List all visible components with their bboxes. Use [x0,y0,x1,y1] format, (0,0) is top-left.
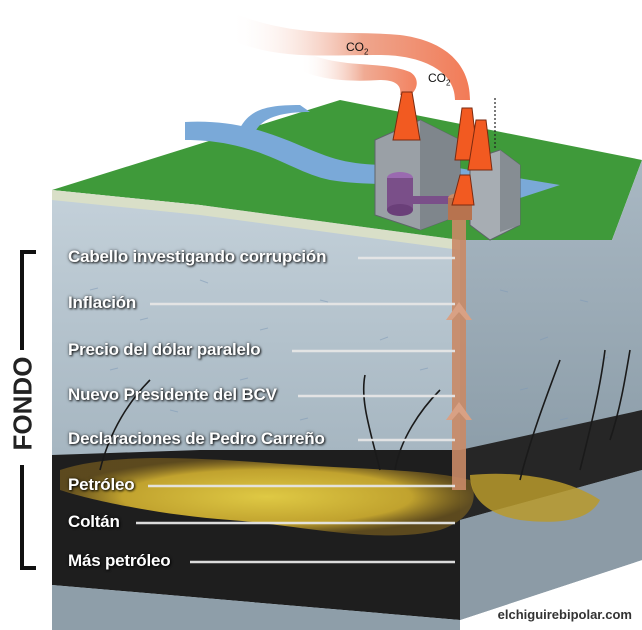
layer-label-inflacion: Inflación [68,293,137,312]
co2-text: CO [428,71,446,85]
refinery [374,91,521,241]
site-credit: elchiguirebipolar.com [497,607,632,622]
co2-text: CO [346,40,364,54]
oil-pipe [452,205,466,490]
layer-label-pedro-carreno: Declaraciones de Pedro Carreño [68,429,325,448]
layer-label-petroleo: Petróleo [68,475,135,494]
chimney-left [392,91,421,141]
flow-arrows [446,302,472,420]
oil-reservoir [60,458,474,536]
layer-label-cabello: Cabello investigando corrupción [68,247,327,266]
fondo-label: FONDO [7,356,38,451]
oil-side-pocket [470,473,600,522]
chimney-front [451,174,475,206]
layer-label-coltan: Coltán [68,512,120,531]
fondo-bracket [20,250,36,570]
smoke-plume-front [300,50,417,95]
co2-subscript: 2 [446,78,451,88]
layer-label-presidente-bcv: Nuevo Presidente del BCV [68,385,277,404]
co2-subscript: 2 [364,47,369,57]
co2-label-left: CO2 [346,40,368,56]
bedrock-front [52,585,460,630]
layer-label-mas-petroleo: Más petróleo [68,551,171,570]
co2-label-right: CO2 [428,71,450,87]
chimney-right [467,119,493,171]
layer-label-dolar-paralelo: Precio del dólar paralelo [68,340,261,359]
river-branch [240,105,310,132]
smoke-plume-back [230,12,470,100]
